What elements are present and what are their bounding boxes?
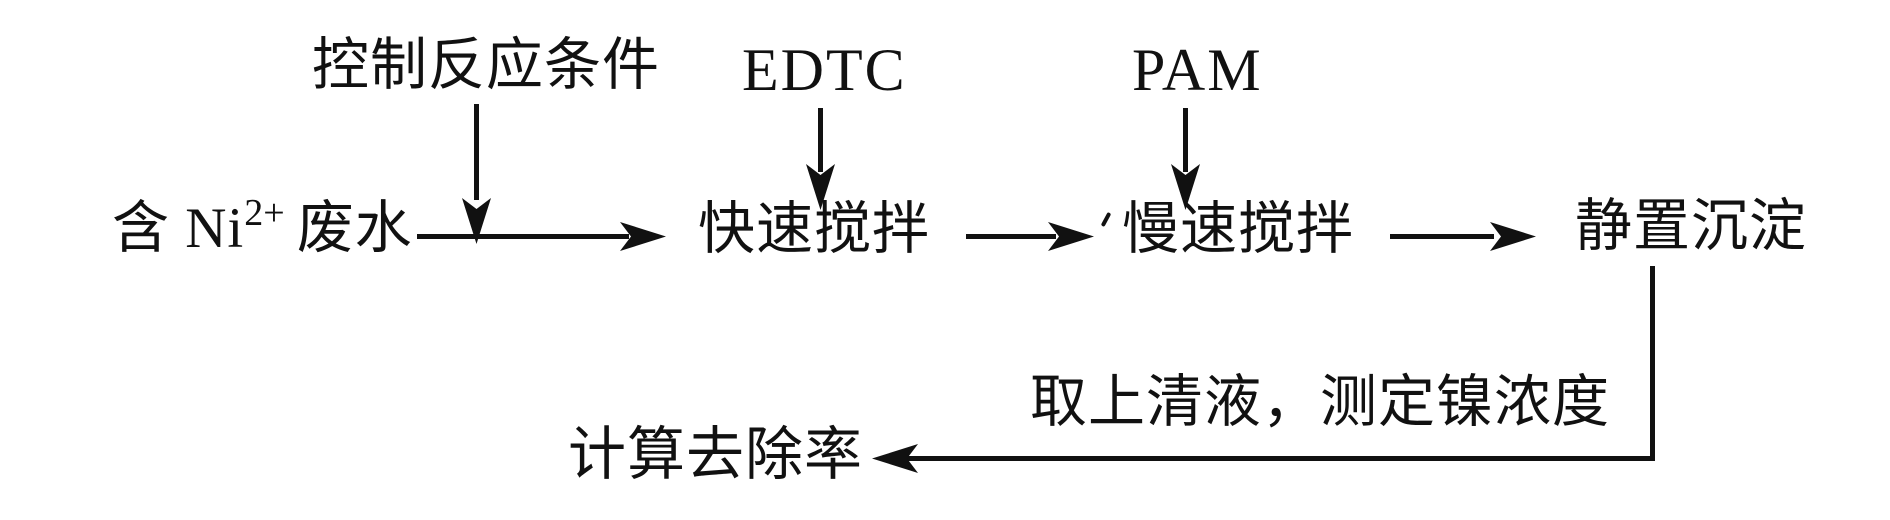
arrow-settle-to-calc-horizontal-line: [902, 456, 1655, 461]
right-arrowhead-icon: [1490, 222, 1536, 251]
left-arrowhead-icon: [872, 444, 918, 473]
arrow-control-down-line: [474, 104, 479, 200]
down-arrowhead-icon: [462, 198, 491, 244]
node-calc-removal: 计算去除率: [568, 422, 864, 487]
right-arrowhead-icon: [620, 222, 666, 251]
label-supernatant-note: 取上清液，测定镍浓度: [1030, 371, 1610, 434]
ni-wastewater-prefix: 含 Ni: [112, 197, 245, 260]
node-settle: 静置沉淀: [1575, 195, 1807, 258]
label-control-conditions: 控制反应条件: [312, 34, 660, 97]
arrow-rapid-to-slow-line: [966, 234, 1056, 239]
scan-artifact-mark: [1100, 211, 1112, 228]
right-arrowhead-icon: [1048, 222, 1094, 251]
node-ni-wastewater: 含 Ni2+ 废水: [112, 194, 413, 260]
label-pam: PAM: [1132, 37, 1263, 103]
node-slow-stir: 慢速搅拌: [1122, 198, 1354, 261]
arrow-wastewater-to-rapid-line: [417, 234, 629, 239]
arrow-edtc-down-line: [818, 108, 823, 172]
down-arrowhead-icon: [806, 164, 835, 210]
superscript-2plus: 2+: [244, 192, 285, 234]
arrow-settle-to-calc-vertical-line: [1650, 266, 1655, 461]
down-arrowhead-icon: [1171, 164, 1200, 210]
arrow-pam-down-line: [1183, 108, 1188, 172]
arrow-slow-to-settle-line: [1390, 234, 1494, 239]
ni-wastewater-suffix: 废水: [296, 197, 413, 260]
node-rapid-stir: 快速搅拌: [698, 198, 930, 261]
label-edtc: EDTC: [742, 37, 907, 103]
